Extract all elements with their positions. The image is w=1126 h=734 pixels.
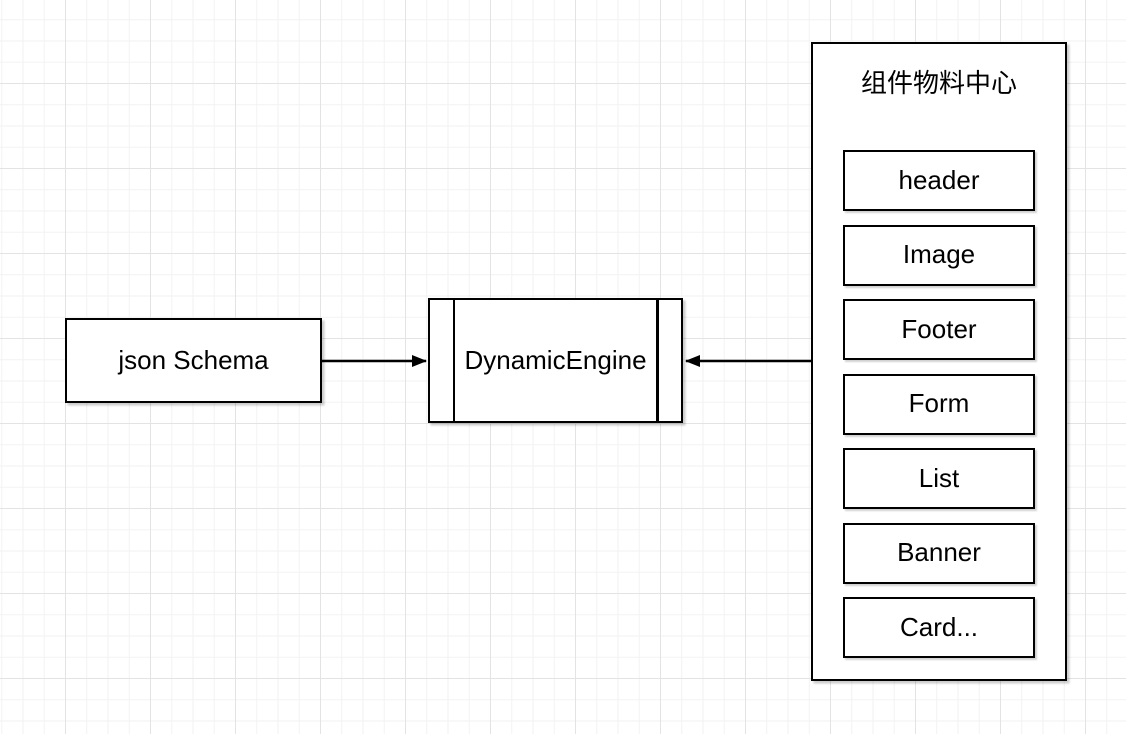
material-item-image: Image <box>843 224 1035 286</box>
material-item-header: header <box>843 150 1035 211</box>
node-json-schema-label: json Schema <box>118 344 269 375</box>
material-item-footer: Footer <box>843 299 1035 360</box>
process-bar-right <box>656 300 659 421</box>
node-json-schema: json Schema <box>65 318 322 403</box>
node-dynamic-engine-label: DynamicEngine <box>464 344 647 375</box>
node-dynamic-engine: DynamicEngine <box>428 298 683 423</box>
material-center-title: 组件物料中心 <box>860 68 1017 98</box>
material-item-list: List <box>843 448 1035 509</box>
process-bar-left <box>452 300 455 421</box>
node-material-center: 组件物料中心 header Image Footer Form List Ban… <box>811 42 1067 681</box>
material-item-form: Form <box>843 373 1035 435</box>
material-item-card: Card... <box>843 597 1035 658</box>
material-center-item-list: header Image Footer Form List Banner Car… <box>843 150 1035 658</box>
material-item-banner: Banner <box>843 522 1035 584</box>
